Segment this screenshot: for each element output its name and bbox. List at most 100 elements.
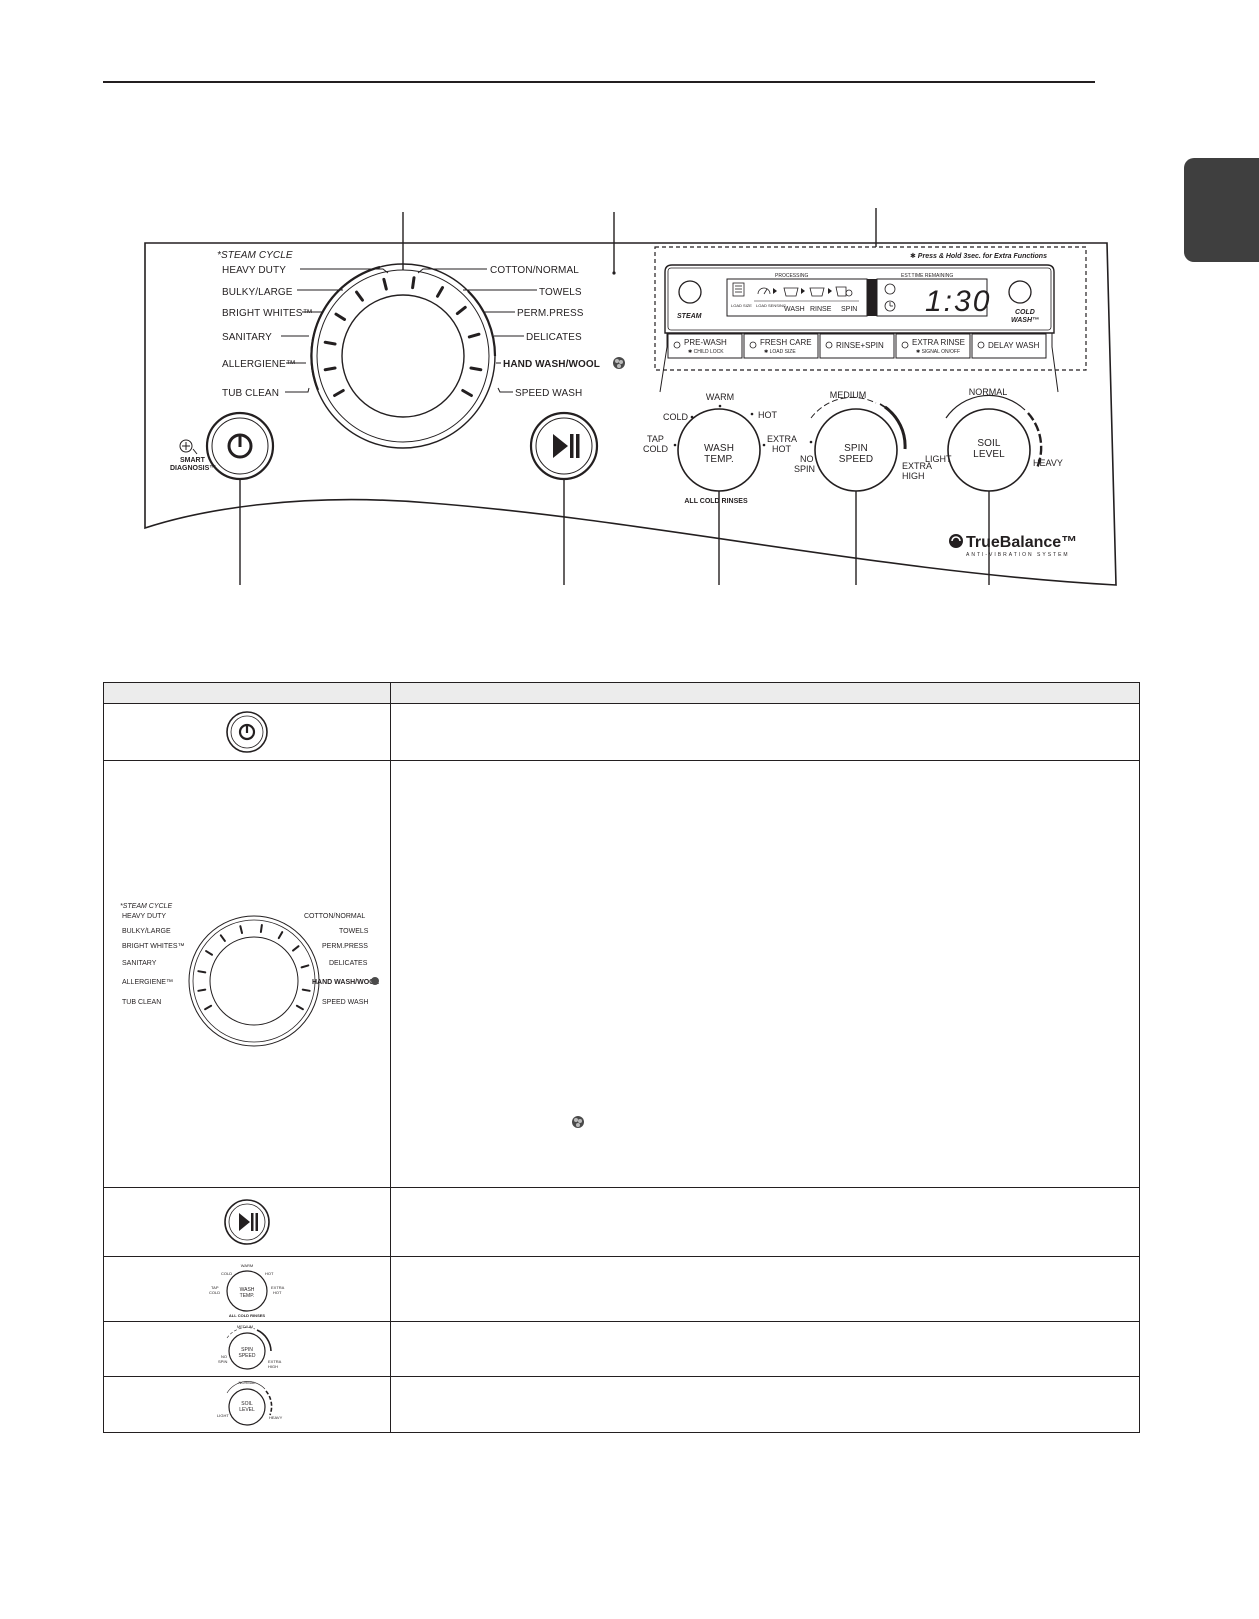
soil-level-normal: NORMAL bbox=[969, 387, 1008, 397]
table-cell-icon: SOIL LEVEL NORMAL LIGHT HEAVY bbox=[103, 1376, 391, 1433]
svg-text:TAP: TAP bbox=[211, 1285, 219, 1290]
spin-speed-no-spin: NO bbox=[800, 454, 814, 464]
stage-rinse: RINSE bbox=[810, 306, 832, 313]
dial-tick bbox=[205, 950, 214, 956]
spin-icon bbox=[835, 286, 853, 297]
svg-text:SPIN: SPIN bbox=[218, 1359, 227, 1364]
option-button-sublabel: ✱ CHILD LOCK bbox=[688, 349, 724, 355]
cycle-bright-whites: BRIGHT WHITES™ bbox=[222, 308, 313, 319]
cycle-allergiene: ALLERGIENE™ bbox=[222, 359, 296, 370]
dial-tick bbox=[334, 312, 346, 321]
spin-speed-label: SPEED bbox=[839, 454, 873, 465]
option-button-delay-wash[interactable]: DELAY WASH bbox=[971, 333, 1047, 359]
control-panel-illustration: *STEAM CYCLE HEAVY DUTY BULKY/LARGE BRIG… bbox=[144, 208, 1117, 586]
option-button-label: PRE-WASH bbox=[684, 338, 727, 347]
dial-tick bbox=[292, 945, 300, 952]
svg-text:SOIL: SOIL bbox=[241, 1401, 253, 1407]
steam-button[interactable] bbox=[678, 280, 702, 304]
option-button-extra-rinse[interactable]: EXTRA RINSE✱ SIGNAL ON/OFF bbox=[895, 333, 971, 359]
clock-icon bbox=[884, 300, 896, 312]
svg-text:WASH: WASH bbox=[240, 1287, 255, 1293]
option-button-fresh-care[interactable]: FRESH CARE ✱ LOAD SIZE bbox=[743, 333, 819, 359]
cycle-hand-wash-wool: HAND WASH/WOOL bbox=[312, 979, 380, 986]
cycle-dial-icon: *STEAM CYCLE HEAVY DUTY BULKY/LARGE BRIG… bbox=[120, 903, 380, 1047]
table-header-row bbox=[103, 682, 1140, 704]
cycle-labels-left: HEAVY DUTY BULKY/LARGE BRIGHT WHITES™ SA… bbox=[222, 265, 313, 399]
dial-tick bbox=[469, 366, 483, 372]
table-row: *STEAM CYCLE HEAVY DUTY BULKY/LARGE BRIG… bbox=[103, 760, 1140, 1188]
start-pause-button[interactable] bbox=[529, 411, 599, 481]
option-buttons-row: PRE-WASH ✱ CHILD LOCK FRESH CARE ✱ LOAD SIZ… bbox=[667, 333, 1047, 359]
cycle-heavy-duty: HEAVY DUTY bbox=[222, 265, 286, 276]
soil-level-label: SOIL bbox=[977, 438, 1001, 449]
dial-tick bbox=[461, 389, 473, 397]
power-button[interactable] bbox=[205, 411, 275, 481]
option-indicator-light bbox=[673, 341, 681, 349]
option-button-label: EXTRA RINSE bbox=[912, 338, 965, 347]
dial-tick bbox=[467, 332, 481, 339]
table-cell-description bbox=[390, 1187, 1140, 1257]
dial-tick bbox=[411, 276, 416, 290]
option-button-label: FRESH CARE bbox=[760, 338, 812, 347]
option-button-sublabel: ✱ LOAD SIZE bbox=[764, 349, 796, 355]
smart-diagnosis-label: DIAGNOSIS™ bbox=[170, 465, 216, 472]
display-area-dashed bbox=[654, 246, 1087, 371]
smart-diagnosis-icon bbox=[179, 439, 198, 455]
cycle-perm-press: PERM.PRESS bbox=[517, 308, 584, 319]
svg-text:MEDIUM: MEDIUM bbox=[237, 1324, 253, 1329]
stage-spin: SPIN bbox=[841, 306, 857, 313]
brand-subtitle: ANTI-VIBRATION SYSTEM bbox=[966, 552, 1070, 558]
option-button-rinse-spin[interactable]: RINSE+SPIN bbox=[819, 333, 895, 359]
dial-tick bbox=[455, 305, 467, 316]
steam-label: STEAM bbox=[677, 313, 702, 320]
dial-tick bbox=[204, 1004, 213, 1011]
svg-text:HIGH: HIGH bbox=[268, 1364, 278, 1369]
svg-text:COLD: COLD bbox=[209, 1290, 220, 1295]
truebalance-logo-icon bbox=[949, 534, 963, 548]
option-button-label: DELAY WASH bbox=[988, 341, 1040, 350]
dial-tick bbox=[219, 934, 226, 942]
lcd-divider bbox=[867, 279, 877, 316]
processing-label: PROCESSING bbox=[775, 273, 808, 279]
cold-wash-button[interactable] bbox=[1008, 280, 1032, 304]
soil-level-knob[interactable] bbox=[945, 394, 1043, 492]
table-cell-description bbox=[390, 1256, 1140, 1322]
svg-text:HOT: HOT bbox=[265, 1271, 274, 1276]
wash-icon bbox=[783, 287, 799, 297]
power-button-icon bbox=[226, 711, 268, 753]
wash-temp-label: TEMP. bbox=[704, 454, 734, 465]
steam-cycle-note: *STEAM CYCLE bbox=[120, 903, 172, 910]
cold-wash-label: WASH™ bbox=[1011, 317, 1039, 324]
cycle-bulky-large: BULKY/LARGE bbox=[222, 287, 293, 298]
option-indicator-light bbox=[749, 341, 757, 349]
wash-temp-knob[interactable] bbox=[677, 408, 761, 492]
option-button-pre-wash[interactable]: PRE-WASH ✱ CHILD LOCK bbox=[667, 333, 743, 359]
wash-temp-warm: WARM bbox=[706, 392, 734, 402]
spin-speed-no-spin: SPIN bbox=[794, 464, 815, 474]
press-hold-note: ✱ Press & Hold 3sec. for Extra Functions bbox=[910, 252, 1047, 260]
cycle-speed-wash: SPEED WASH bbox=[322, 999, 368, 1006]
table-header-cell bbox=[390, 682, 1140, 704]
cycle-sanitary: SANITARY bbox=[222, 332, 272, 343]
cycle-hand-wash-wool: HAND WASH/WOOL bbox=[503, 359, 600, 370]
table-cell-icon bbox=[103, 1187, 391, 1257]
option-indicator-light bbox=[977, 341, 985, 349]
spin-speed-knob[interactable] bbox=[810, 396, 907, 492]
svg-text:COLD: COLD bbox=[221, 1271, 232, 1276]
stage-wash: WASH bbox=[784, 306, 805, 313]
stage-load-size: LOAD SIZE bbox=[731, 303, 752, 308]
cycle-delicates: DELICATES bbox=[329, 960, 368, 967]
table-cell-description bbox=[390, 703, 1140, 761]
svg-text:SPEED: SPEED bbox=[239, 1353, 256, 1359]
smart-diagnosis-label: SMART bbox=[180, 457, 206, 464]
cycle-selector-dial[interactable] bbox=[310, 263, 497, 449]
dial-tick bbox=[382, 277, 388, 291]
dial-tick bbox=[295, 1004, 304, 1011]
cycle-cotton-normal: COTTON/NORMAL bbox=[490, 265, 579, 276]
start-pause-button-icon bbox=[224, 1199, 270, 1245]
